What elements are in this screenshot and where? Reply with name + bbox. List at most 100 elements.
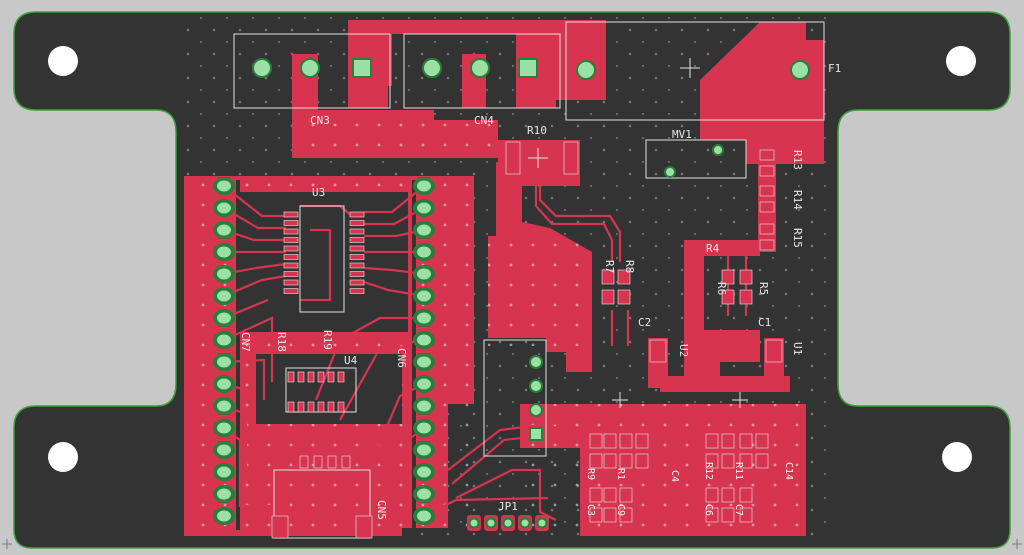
smd-pad: [589, 487, 603, 503]
header-pin-pad: [217, 202, 231, 214]
smd-pad: [759, 239, 775, 251]
label-cn6: CN6: [395, 348, 408, 368]
label-u3: U3: [312, 186, 325, 199]
smd-pad: [601, 289, 615, 305]
smd-pad: [589, 507, 603, 523]
smd-pad: [721, 269, 735, 285]
smd-pad: [759, 165, 775, 177]
label-c2: C2: [638, 316, 651, 329]
smd-pad: [759, 149, 775, 161]
smd-pad: [739, 453, 753, 469]
smd-pad: [619, 433, 633, 449]
smd-pad: [721, 507, 735, 523]
smd-pad: [705, 433, 719, 449]
smd-pad: [635, 433, 649, 449]
header-pin-pad: [217, 444, 231, 456]
smd-pad: [619, 487, 633, 503]
smd-pad: [755, 453, 769, 469]
smd-pad: [755, 433, 769, 449]
header-pin-pad: [417, 202, 431, 214]
label-cn3: CN3: [310, 114, 330, 127]
smd-pad: [317, 401, 325, 413]
smd-pad: [349, 254, 365, 260]
label-r1: R1: [615, 468, 626, 480]
label-r10: R10: [527, 124, 547, 137]
header-pin-pad: [217, 378, 231, 390]
smd-pad: [619, 453, 633, 469]
smd-pad: [617, 269, 631, 285]
label-r7: R7: [603, 260, 616, 273]
smd-pad: [283, 288, 299, 294]
smd-pad: [327, 455, 337, 469]
smd-pad: [349, 245, 365, 252]
smd-pad: [505, 141, 521, 175]
mounting-hole-top-left: [48, 46, 78, 76]
smd-pad: [603, 453, 617, 469]
label-cn5: CN5: [375, 500, 388, 520]
header-pin-pad: [417, 246, 431, 258]
label-r12: R12: [703, 462, 714, 480]
header-pin-pad: [417, 422, 431, 434]
smd-pad: [603, 487, 617, 503]
label-r11: R11: [733, 462, 744, 480]
label-c9: C9: [615, 504, 626, 516]
smd-pad: [705, 487, 719, 503]
label-r14: R14: [791, 190, 804, 210]
header-pin-pad: [217, 312, 231, 324]
smd-pad: [563, 141, 579, 175]
smd-pad: [337, 371, 345, 383]
smd-pad: [307, 371, 315, 383]
smd-pad: [601, 269, 615, 285]
header-pin-pad: [217, 400, 231, 412]
smd-pad: [349, 211, 365, 218]
smd-pad: [283, 279, 299, 286]
label-u2: U2: [677, 344, 690, 357]
label-mv1: MV1: [672, 128, 692, 141]
smd-pad: [619, 507, 633, 523]
smd-pad: [721, 433, 735, 449]
smd-pad: [739, 433, 753, 449]
smd-pad: [313, 455, 323, 469]
header-pin-pad: [417, 488, 431, 500]
smd-pad: [721, 289, 735, 305]
label-r4: R4: [706, 242, 720, 255]
smd-pad: [283, 211, 299, 218]
label-cn4: CN4: [474, 114, 494, 127]
header-pin-pad: [217, 356, 231, 368]
smd-pad: [617, 289, 631, 305]
header-pin-pad: [217, 510, 231, 522]
smd-pad: [649, 339, 667, 363]
origin-markers: [2, 539, 1022, 549]
smd-pad: [759, 223, 775, 235]
header-pin-pad: [417, 378, 431, 390]
smd-pad: [739, 269, 753, 285]
header-pin-pad: [217, 268, 231, 280]
smd-pad: [297, 371, 305, 383]
smd-pad: [287, 401, 295, 413]
mounting-hole-bottom-left: [48, 442, 78, 472]
smd-pad: [327, 401, 335, 413]
through-hole-pads: [213, 58, 810, 531]
header-pin-pad: [417, 312, 431, 324]
smd-pad: [317, 371, 325, 383]
smd-pad: [349, 262, 365, 269]
mounting-hole-top-right: [946, 46, 976, 76]
smd-pad: [349, 288, 365, 294]
header-pin-pad: [217, 422, 231, 434]
label-u4: U4: [344, 354, 358, 367]
header-pin-pad: [417, 290, 431, 302]
smd-pad: [739, 487, 753, 503]
header-pin-pad: [417, 444, 431, 456]
smd-pads: [271, 141, 783, 539]
smd-pad: [705, 507, 719, 523]
smd-pad: [355, 515, 373, 539]
smd-pad: [349, 228, 365, 235]
smd-pad: [603, 433, 617, 449]
jumper-pin: [519, 517, 531, 529]
smd-pad: [299, 455, 309, 469]
smd-pad: [721, 453, 735, 469]
jumper-pin: [485, 517, 497, 529]
smd-pad: [283, 228, 299, 235]
smd-pad: [349, 279, 365, 286]
